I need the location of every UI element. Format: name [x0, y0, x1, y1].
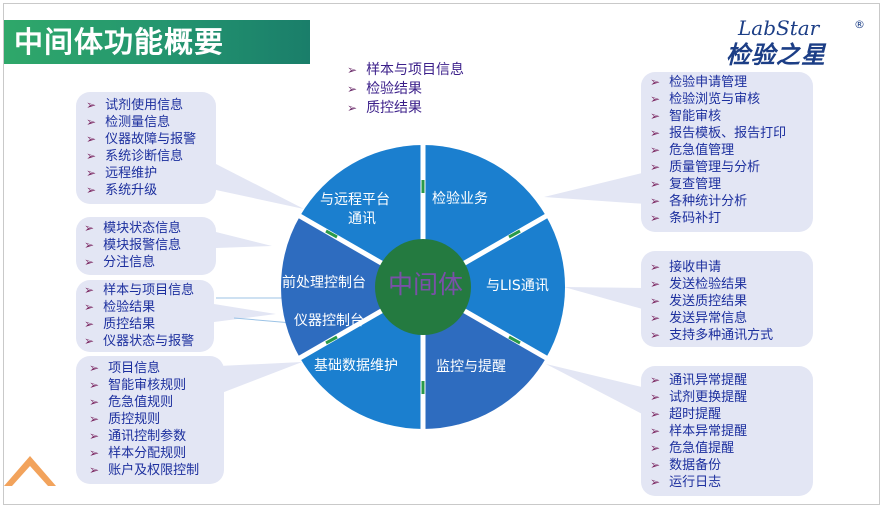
top-item-list: 样本与项目信息 检验结果 质控结果: [347, 61, 464, 118]
tail-instrument: [214, 304, 276, 322]
segment-label-business: 检验业务: [432, 191, 488, 207]
orange-chevron-decoration: [4, 456, 56, 486]
list-item: 通讯控制参数: [89, 428, 224, 445]
list-item: 分注信息: [84, 254, 216, 271]
bubble-basic-data: 项目信息 智能审核规则 危急值规则 质控规则 通讯控制参数 样本分配规则 账户及…: [76, 356, 224, 484]
list-item: 危急值管理: [650, 142, 813, 159]
segment-lis: [423, 216, 566, 358]
logo-english-text: LabStar: [738, 16, 820, 40]
callout-tails: [214, 164, 646, 416]
segment-label-lis: 与LIS通讯: [486, 278, 549, 294]
tail-business: [544, 172, 646, 204]
list-item: 试剂使用信息: [86, 97, 216, 114]
labstar-logo: LabStar 检验之星 ®: [726, 16, 866, 69]
bubble-lis-communication: 接收申请 发送检验结果 发送质控结果 发送异常信息 支持多种通讯方式: [641, 251, 813, 347]
list-item: 各种统计分析: [650, 193, 813, 210]
list-item: 数据备份: [650, 457, 813, 474]
list-item: 质量管理与分析: [650, 159, 813, 176]
list-item: 发送质控结果: [650, 293, 813, 310]
segment-label-basic-data: 基础数据维护: [314, 358, 398, 374]
segment-label-remote: 与远程平台: [320, 192, 390, 208]
list-item: 智能审核: [650, 108, 813, 125]
segment-label-preprocess: 前处理控制台: [282, 275, 366, 291]
segment-label-instrument: 仪器控制台: [294, 313, 364, 329]
list-item: 智能审核规则: [89, 377, 224, 394]
segment-label-monitor: 监控与提醒: [436, 359, 506, 375]
function-diagram: [4, 143, 646, 486]
list-item: 系统升级: [86, 182, 216, 199]
list-item: 模块报警信息: [84, 237, 216, 254]
registered-mark: ®: [854, 18, 865, 31]
bubble-instrument-console: 样本与项目信息 检验结果 质控结果 仪器状态与报警: [76, 280, 214, 352]
list-item: 试剂更换提醒: [650, 389, 813, 406]
tail-module: [216, 232, 272, 248]
list-item: 项目信息: [89, 360, 224, 377]
tail-monitor: [546, 364, 646, 416]
list-item: 检验结果: [84, 299, 214, 316]
bubble-preprocess-console: 模块状态信息 模块报警信息 分注信息: [76, 217, 216, 275]
green-connectors: [325, 180, 521, 394]
list-item: 支持多种通讯方式: [650, 327, 813, 344]
title-bar: 中间体功能概要: [4, 20, 310, 64]
list-item: 质控规则: [89, 411, 224, 428]
list-item: 报告模板、报告打印: [650, 125, 813, 142]
list-item: 检验浏览与审核: [650, 91, 813, 108]
list-item: 运行日志: [650, 474, 813, 491]
list-item: 系统诊断信息: [86, 148, 216, 165]
list-item: 检测量信息: [86, 114, 216, 131]
list-item: 发送检验结果: [650, 276, 813, 293]
list-item: 发送异常信息: [650, 310, 813, 327]
page-title: 中间体功能概要: [14, 25, 225, 59]
list-item: 模块状态信息: [84, 220, 216, 237]
center-label: 中间体: [388, 270, 464, 299]
list-item: 样本异常提醒: [650, 423, 813, 440]
list-item: 条码补打: [650, 210, 813, 227]
tail-basic: [219, 362, 302, 394]
list-item: 接收申请: [650, 259, 813, 276]
list-item: 超时提醒: [650, 406, 813, 423]
list-item: 样本与项目信息: [84, 282, 214, 299]
bubble-monitor-alert: 通讯异常提醒 试剂更换提醒 超时提醒 样本异常提醒 危急值提醒 数据备份 运行日…: [641, 366, 813, 496]
list-item: 检验申请管理: [650, 74, 813, 91]
list-item: 账户及权限控制: [89, 462, 224, 479]
tail-remote: [216, 164, 304, 209]
tail-lis: [564, 287, 646, 310]
segment-label-remote-line2: 通讯: [348, 211, 376, 227]
list-item: 质控结果: [84, 316, 214, 333]
list-item: 检验结果: [347, 80, 464, 99]
logo-chinese-text: 检验之星: [726, 41, 826, 69]
list-item: 质控结果: [347, 99, 464, 118]
center-circle: [375, 239, 471, 335]
list-item: 仪器状态与报警: [84, 333, 214, 350]
bubble-test-business: 检验申请管理 检验浏览与审核 智能审核 报告模板、报告打印 危急值管理 质量管理…: [641, 72, 813, 232]
list-item: 通讯异常提醒: [650, 372, 813, 389]
list-item: 危急值提醒: [650, 440, 813, 457]
bubble-remote-platform: 试剂使用信息 检测量信息 仪器故障与报警 系统诊断信息 远程维护 系统升级: [76, 92, 216, 204]
list-item: 样本与项目信息: [347, 61, 464, 80]
list-item: 样本分配规则: [89, 445, 224, 462]
slide: 中间体功能概要 LabStar 检验之星 ®: [3, 3, 880, 505]
list-item: 复查管理: [650, 176, 813, 193]
list-item: 危急值规则: [89, 394, 224, 411]
list-item: 仪器故障与报警: [86, 131, 216, 148]
list-item: 远程维护: [86, 165, 216, 182]
